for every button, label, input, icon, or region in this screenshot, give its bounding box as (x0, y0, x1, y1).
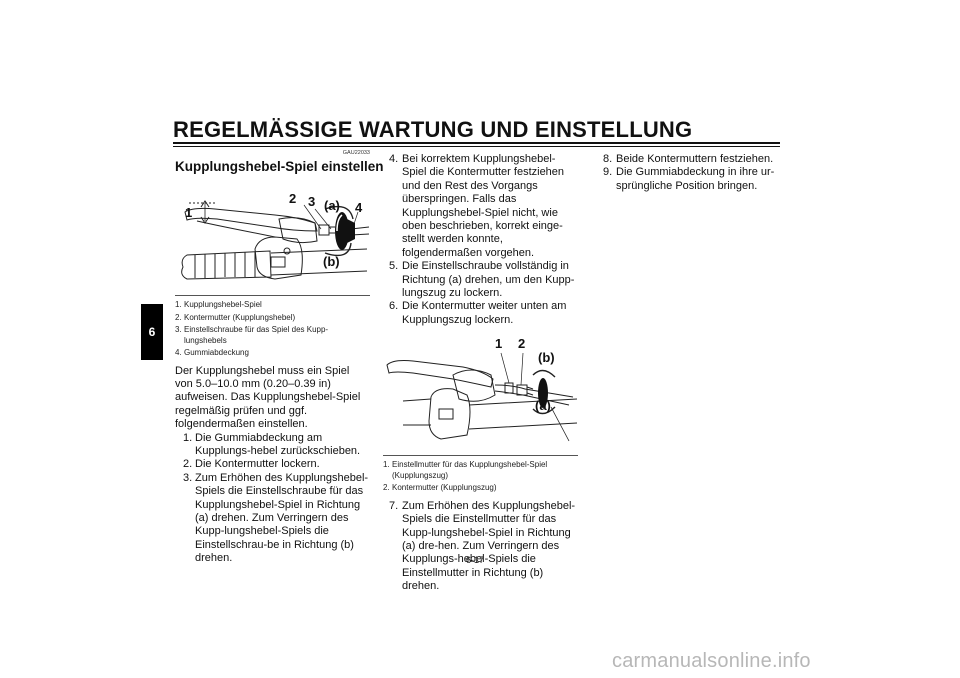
column-3: 8.Beide Kontermuttern festziehen. 9.Die … (597, 153, 782, 193)
clutch-cable-illustration (386, 353, 578, 442)
callout-2: 2 (289, 191, 297, 206)
caption-item: 3.Einstellschraube für das Spiel des Kup… (175, 325, 329, 345)
page-title: REGELMÄSSIGE WARTUNG UND EINSTELLUNG (173, 117, 693, 142)
list-item: 1.Die Gummiabdeckung am Kupplungs-hebel … (183, 431, 361, 457)
clutch-lever-illustration (181, 200, 370, 280)
callout-b: (b) (538, 350, 555, 366)
intro-paragraph: Der Kupplungshebel muss ein Spiel von 5.… (175, 364, 361, 431)
watermark: carmanualsonline.info (612, 650, 811, 672)
caption-item: 1.Einstellmutter für das Kupplungshebel-… (383, 460, 548, 480)
list-item: 9.Die Gummiabdeckung in ihre ur-sprüngli… (603, 166, 775, 192)
title-rule (173, 142, 780, 144)
callout-a: (a) (324, 198, 340, 213)
page-number: 6-17 (466, 555, 485, 565)
caption-divider (175, 295, 370, 296)
caption-item: 2.Kontermutter (Kupplungszug) (383, 483, 497, 493)
list-item: 2.Die Kontermutter lockern. (183, 458, 320, 471)
list-item: 4.Bei korrektem Kupplungshebel-Spiel die… (389, 153, 565, 259)
callout-3: 3 (308, 194, 316, 209)
list-item: 5.Die Einstellschraube vollständig in Ri… (389, 260, 575, 300)
chapter-tab: 6 (141, 304, 163, 360)
figure-clutch-lever: 1 2 3 (a) 4 (b) (175, 179, 370, 287)
callout-b: (b) (323, 254, 340, 269)
section-heading: Kupplungshebel-Spiel einstellen (175, 159, 384, 174)
callout-2: 2 (518, 336, 526, 352)
callout-a: (a) (535, 398, 551, 414)
caption-divider (383, 455, 578, 457)
list-item: 3.Zum Erhöhen des Kupplungshebel-Spiels … (183, 471, 369, 565)
column-2: 4.Bei korrektem Kupplungshebel-Spiel die… (383, 153, 578, 594)
list-item: 6.Die Kontermutter weiter unten am Kuppl… (389, 300, 567, 326)
callout-1: 1 (185, 205, 193, 220)
caption-item: 4.Gummiabdeckung (175, 348, 249, 357)
caption-item: 1.Kupplungshebel-Spiel (175, 300, 262, 309)
figure-clutch-cable: 1 2 (b) (a) (383, 335, 578, 445)
list-item: 7.Zum Erhöhen des Kupplungshebel-Spiels … (389, 499, 576, 593)
list-item: 8.Beide Kontermuttern festziehen. (603, 153, 774, 165)
title-rule-thin (173, 146, 780, 147)
callout-1: 1 (495, 336, 503, 352)
caption-item: 2.Kontermutter (Kupplungshebel) (175, 312, 296, 322)
callout-4: 4 (355, 200, 363, 215)
column-1: GAU22033 Kupplungshebel-Spiel einstellen (175, 150, 384, 566)
section-code: GAU22033 (342, 150, 370, 156)
